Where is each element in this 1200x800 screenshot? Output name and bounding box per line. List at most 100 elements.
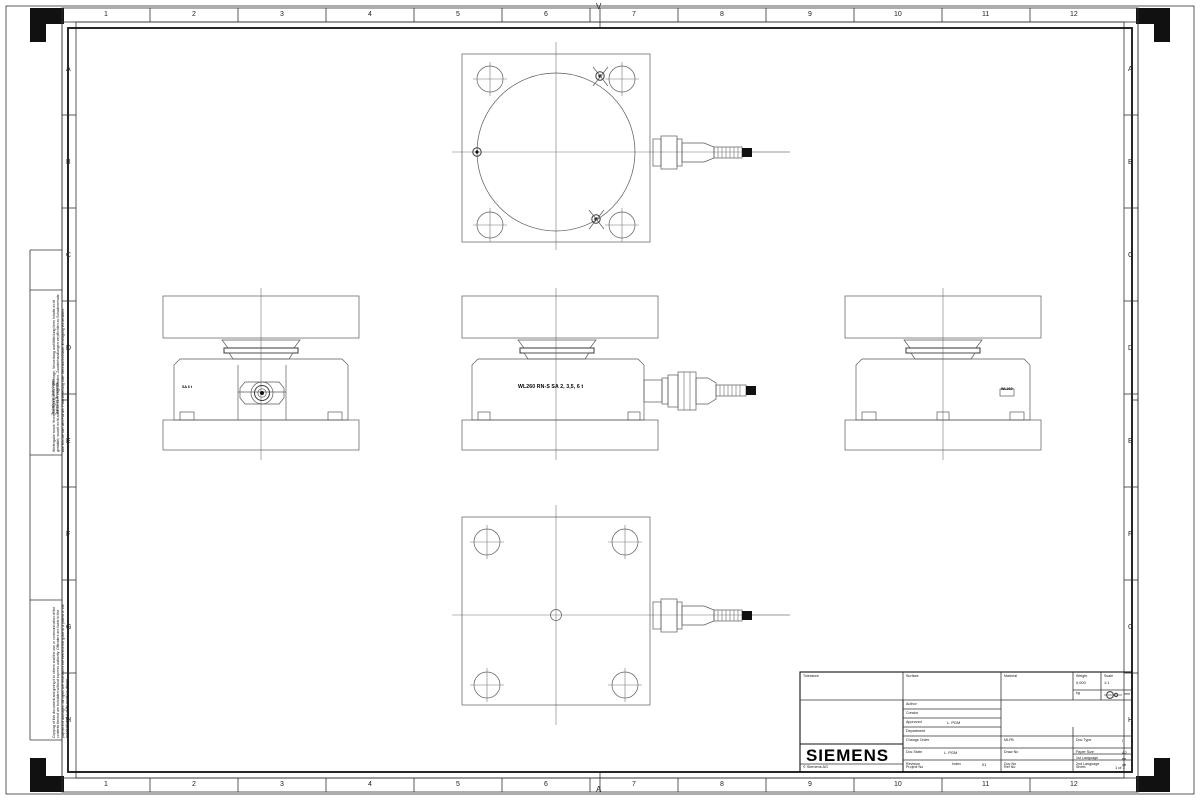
tb-scale-value: 1:1 [1104,680,1110,685]
tb-index-value: 01 [982,762,987,767]
zone-number-bottom-12: 12 [1070,781,1078,788]
zone-number-bottom-2: 2 [192,781,196,788]
sheet-outer-edge [5,5,1195,795]
tb-weight-unit: kg [1076,691,1080,695]
tb-doc-state-label: Doc State [906,750,923,754]
row-letter-right-e: E [1128,438,1133,445]
zone-number-bottom-4: 4 [368,781,372,788]
zone-ticks-horizontal [149,8,1031,792]
drawing-area-frame [67,27,1133,773]
row-letter-right-h: H [1128,717,1134,724]
zone-border-band [61,7,1139,793]
hex-bolt-left-view [239,381,285,405]
row-letter-left-g: G [66,624,72,631]
row-letter-left-h: H [66,717,72,724]
tb-doc-state-value: L. PGM [944,750,958,755]
zone-number-top-7: 7 [632,11,636,18]
tb-change-order-label: Change Order [906,738,930,742]
tb-creator-label: Creator [906,711,919,715]
center-mark-top: V [596,2,602,11]
tb-index-label: Index [952,762,961,766]
zone-number-bottom-9: 9 [808,781,812,788]
right-view-label: WL260 [1001,387,1013,391]
tb-first-language-label: 1st Language [1076,756,1099,760]
tb-ref-no-label: Ref No [1004,765,1016,769]
row-letter-right-c: C [1128,252,1134,259]
zone-number-top-5: 5 [456,11,460,18]
tb-weight-label: Weight [1076,674,1088,678]
tb-approved-label: Approved [906,720,922,724]
cable-gland-bottom [652,598,790,633]
zone-number-bottom-7: 7 [632,781,636,788]
row-letter-left-f: F [66,531,71,538]
row-letter-left-c: C [66,252,72,259]
row-letter-left-b: B [66,159,71,166]
row-letter-left-a: A [66,66,71,73]
copyright-notice: © Siemens AG [803,765,828,769]
view-bottom [452,505,790,725]
tb-approved-value: L. PGM [947,720,961,725]
row-letter-right-f: F [1128,531,1133,538]
corner-registration-marks [30,8,1170,792]
tb-mlfb-label: MLFB [1004,738,1014,742]
row-letter-right-g: G [1128,624,1134,631]
tb-scale-label: Scale [1104,674,1114,678]
tb-first-language-value: en [1122,756,1127,761]
left-view-label: SA 6 t [182,385,193,389]
tb-author-label: Author [906,702,917,706]
tb-second-language-value: de [1122,762,1127,767]
tb-revision-label: Revision [906,762,921,766]
tb-doc-type-label: Doc Type [1076,738,1092,742]
view-front [461,288,756,460]
tb-unit-label: mm [1124,692,1131,696]
tb-project-no-label: Project No [906,765,924,769]
zone-number-bottom-11: 11 [982,781,990,788]
zone-ticks-vertical [62,114,1138,674]
row-letter-left-e: E [66,438,71,445]
tb-tolerance-label: Tolerance [803,674,819,678]
zone-number-top-10: 10 [894,11,902,18]
tb-material-label: Material [1004,674,1018,678]
tb-surface-label: Surface [906,674,919,678]
tb-doc-type-value: / [1122,738,1124,743]
zone-number-top-1: 1 [104,11,108,18]
view-top [452,42,790,250]
zone-number-top-9: 9 [808,11,812,18]
zone-number-top-3: 3 [280,11,284,18]
notes-block-3: Copying of this document and giving it t… [52,604,70,738]
zone-number-top-12: 12 [1070,11,1078,18]
zone-number-top-6: 6 [544,11,548,18]
center-mark-bottom: A [596,785,602,794]
datum-marks [472,66,609,230]
notes-block-2: Weitergabe sowie Vervielfaeltigung diese… [52,293,65,452]
centering-marks [62,8,1138,792]
tb-weight-value: 0,000 [1076,680,1086,685]
tb-paper-size-value: A2 [1122,750,1127,755]
zone-number-bottom-1: 1 [104,781,108,788]
tb-draw-no-label: Draw No [1004,750,1019,754]
tb-paper-size-label: Paper Size [1076,750,1094,754]
row-letter-right-b: B [1128,159,1133,166]
zone-number-bottom-5: 5 [456,781,460,788]
zone-number-bottom-10: 10 [894,781,902,788]
title-block-grid [799,671,1133,773]
cable-gland-front [661,371,756,411]
zone-number-bottom-8: 8 [720,781,724,788]
zone-number-top-4: 4 [368,11,372,18]
tb-second-language-label: 2nd Language [1076,762,1100,766]
view-right-side [844,288,1042,460]
cable-gland-top [652,135,790,170]
tb-doc-no-label: Doc No [1004,762,1017,766]
zone-number-top-8: 8 [720,11,724,18]
row-letter-right-d: D [1128,345,1134,352]
zone-number-top-11: 11 [982,11,990,18]
projection-symbol [1104,691,1122,699]
tb-department-label: Department [906,729,926,733]
notes-column-dividers [29,249,62,741]
zone-number-top-2: 2 [192,11,196,18]
part-designation-label: WL260 RN-S SA 2, 3,5, 6 t [518,384,584,390]
zone-number-bottom-6: 6 [544,781,548,788]
view-left-side [162,288,360,460]
